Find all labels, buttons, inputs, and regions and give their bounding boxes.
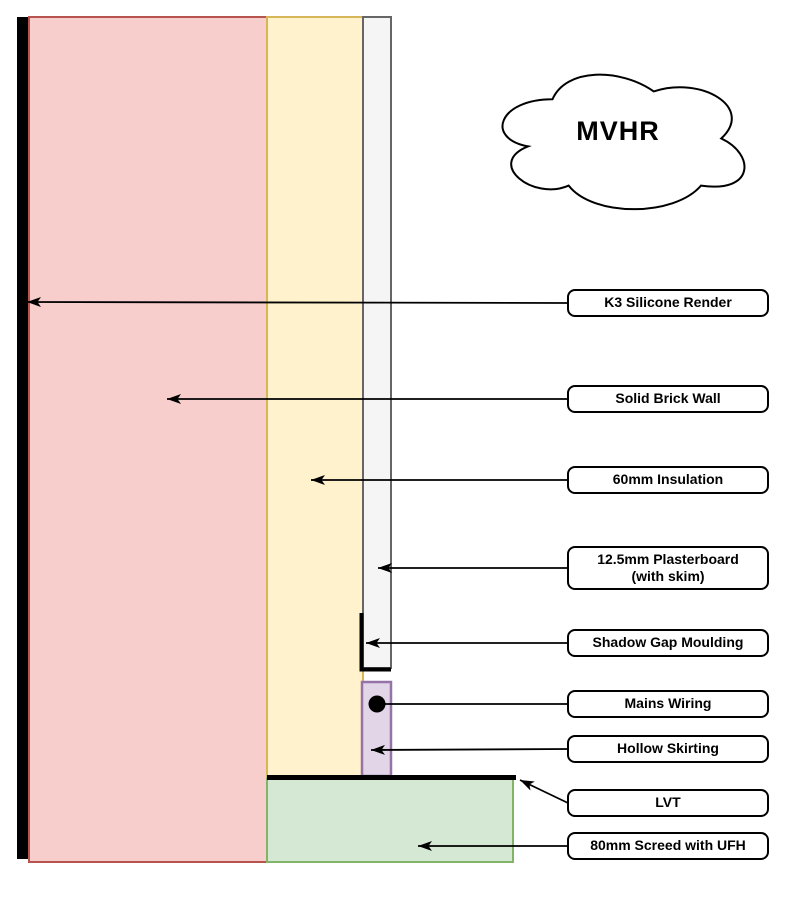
label-80mm-screed-with-ufh: 80mm Screed with UFH xyxy=(567,832,769,860)
mvhr-cloud-label: MVHR xyxy=(576,116,660,146)
insulation-layer xyxy=(266,16,364,778)
arrow-k3-silicone-render xyxy=(26,297,569,308)
mains-wiring-dot xyxy=(368,695,386,713)
label-k3-silicone-render: K3 Silicone Render xyxy=(567,289,769,317)
label-solid-brick-wall: Solid Brick Wall xyxy=(567,385,769,413)
label-shadow-gap-moulding: Shadow Gap Moulding xyxy=(567,629,769,657)
render-layer xyxy=(17,17,29,859)
label-plasterboard: 12.5mm Plasterboard (with skim) xyxy=(567,546,769,590)
arrow-lvt xyxy=(519,779,569,804)
plasterboard-layer xyxy=(362,16,392,669)
shadow-gap-moulding-shape xyxy=(359,613,391,672)
brick-wall-layer xyxy=(28,16,268,863)
label-lvt: LVT xyxy=(567,789,769,817)
label-60mm-insulation: 60mm Insulation xyxy=(567,466,769,494)
label-hollow-skirting: Hollow Skirting xyxy=(567,735,769,763)
label-mains-wiring: Mains Wiring xyxy=(567,690,769,718)
arrow-hollow-skirting xyxy=(370,744,569,755)
screed-layer xyxy=(266,778,514,863)
mvhr-cloud xyxy=(501,73,746,211)
